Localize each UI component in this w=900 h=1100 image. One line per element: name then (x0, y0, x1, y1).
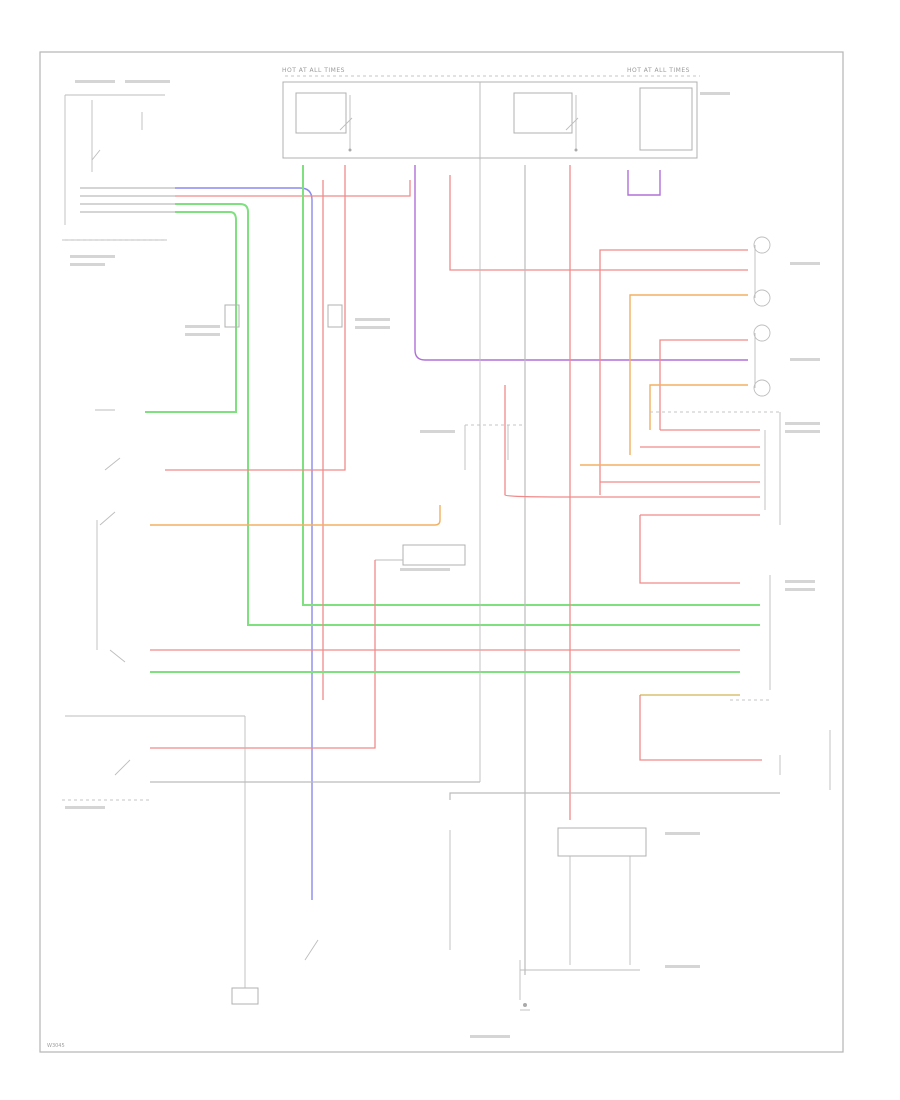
door-switch (304, 939, 319, 961)
left-switch-stack (95, 409, 126, 663)
wire-lh-hi (659, 339, 748, 430)
wire-jb-5 (504, 385, 760, 498)
diagram-frame (39, 51, 844, 1053)
tail-junction (557, 827, 647, 857)
wire-rh-lo (629, 294, 748, 455)
wire-lh-lo (649, 384, 748, 430)
label-marks (65, 80, 820, 1038)
wire-red-headlight (449, 175, 748, 271)
wire-green-left (145, 211, 237, 413)
left-headlight (753, 324, 771, 397)
combination-switch-bottom (62, 82, 481, 920)
wire-purple (414, 165, 748, 361)
wire-rh-hi (599, 249, 748, 495)
connector-bracket-right (730, 575, 771, 701)
wire-purple-top (627, 170, 661, 196)
wire-red-switch (165, 165, 346, 471)
dimmer-relay (464, 424, 525, 470)
junction-connector-mid (327, 304, 343, 328)
connector-bottom-left (231, 987, 259, 1005)
wire-gray-bottom (449, 792, 780, 800)
wire-green-long (302, 165, 760, 606)
wire-red-bottom (639, 695, 762, 761)
wire-jb-7 (639, 515, 740, 584)
junction-block-right (650, 411, 781, 525)
hot-at-all-times-right-label: HOT AT ALL TIMES (627, 67, 690, 74)
daytime-connector (375, 544, 466, 566)
switch-harness (80, 187, 175, 213)
wire-blue (175, 187, 313, 900)
combination-switch-top (62, 94, 170, 241)
wire-green-mid (175, 203, 760, 626)
fuse-relay-box (282, 81, 698, 160)
wire-orange-dimmer (150, 505, 441, 526)
page-code: W3045 (47, 1043, 65, 1049)
hot-at-all-times-left-label: HOT AT ALL TIMES (282, 67, 345, 74)
ground-bus (519, 960, 640, 1011)
junction-connector-left (224, 304, 240, 328)
wire-red-top (175, 180, 411, 197)
wire-red-parking (150, 560, 376, 749)
right-headlight (753, 236, 771, 307)
